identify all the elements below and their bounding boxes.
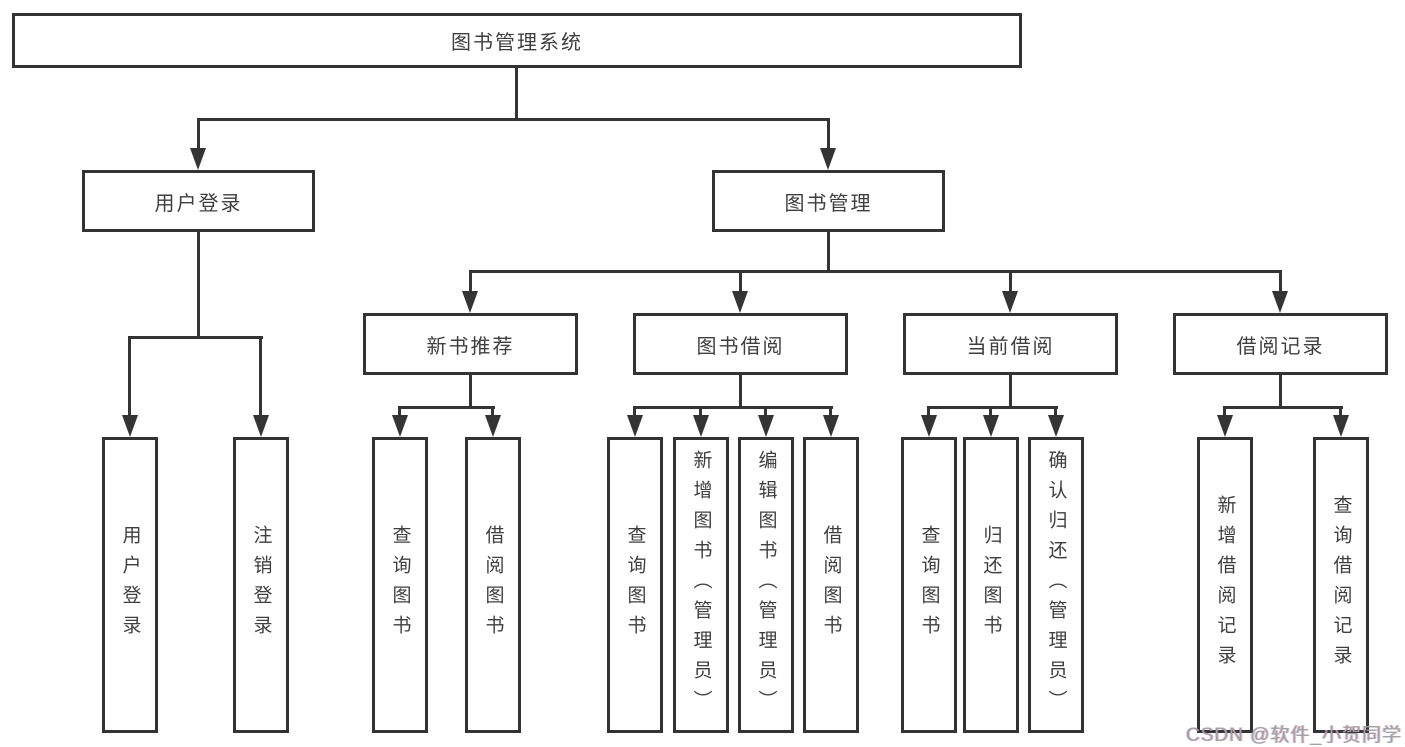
connector-line xyxy=(515,68,518,118)
node-library-system-label: 图书管理系统 xyxy=(451,32,583,54)
connector-line xyxy=(469,270,1282,273)
connector-line xyxy=(829,406,832,417)
arrow-down-icon xyxy=(627,415,643,437)
arrow-down-icon xyxy=(1048,415,1064,437)
csdn-watermark: CSDN @软件_小贺同学 xyxy=(1186,725,1402,746)
leaf-user-login: 用户登录 xyxy=(102,437,158,733)
node-user-login-label: 用户登录 xyxy=(154,192,243,215)
leaf-borrow-books: 借阅图书 xyxy=(803,437,859,733)
connector-line xyxy=(927,406,930,417)
connector-line xyxy=(1339,406,1342,417)
arrow-down-icon xyxy=(462,291,478,313)
leaf-add-borrow-record-label: 新增借阅记录 xyxy=(1214,495,1236,675)
leaf-user-login-label: 用户登录 xyxy=(119,525,141,645)
arrow-down-icon xyxy=(485,415,501,437)
node-current-borrowing: 当前借阅 xyxy=(903,313,1118,375)
arrow-down-icon xyxy=(758,415,774,437)
leaf-query-books-recommend: 查询图书 xyxy=(372,437,428,733)
connector-line xyxy=(197,232,200,336)
node-book-management-label: 图书管理 xyxy=(784,192,873,215)
connector-line xyxy=(469,375,472,406)
leaf-add-borrow-record: 新增借阅记录 xyxy=(1197,437,1253,733)
leaf-add-book-admin-label: 新增图书（管理员） xyxy=(690,450,712,720)
leaf-borrow-books-recommend: 借阅图书 xyxy=(465,437,521,733)
connector-line xyxy=(927,406,1058,409)
arrow-down-icon xyxy=(1217,415,1233,437)
connector-line xyxy=(633,406,636,417)
connector-line xyxy=(398,406,401,417)
leaf-add-book-admin: 新增图书（管理员） xyxy=(673,437,729,733)
leaf-confirm-return-admin: 确认归还（管理员） xyxy=(1028,437,1084,733)
arrow-down-icon xyxy=(823,415,839,437)
arrow-down-icon xyxy=(732,291,748,313)
arrow-down-icon xyxy=(1272,291,1288,313)
node-new-book-recommend: 新书推荐 xyxy=(363,313,578,375)
leaf-query-books-current-label: 查询图书 xyxy=(918,525,940,645)
leaf-edit-book-admin-label: 编辑图书（管理员） xyxy=(755,450,777,720)
leaf-confirm-return-admin-label: 确认归还（管理员） xyxy=(1045,450,1067,720)
arrow-down-icon xyxy=(693,415,709,437)
connector-line xyxy=(1223,406,1343,409)
arrow-down-icon xyxy=(190,148,206,170)
leaf-query-books-borrowing: 查询图书 xyxy=(607,437,663,733)
connector-line xyxy=(1223,406,1226,417)
arrow-down-icon xyxy=(921,415,937,437)
connector-line xyxy=(491,406,494,417)
connector-line xyxy=(259,336,262,417)
connector-line xyxy=(197,118,830,121)
leaf-query-borrow-record-label: 查询借阅记录 xyxy=(1330,495,1352,675)
arrow-down-icon xyxy=(253,415,269,437)
leaf-query-books-current: 查询图书 xyxy=(901,437,957,733)
node-borrowing-records-label: 借阅记录 xyxy=(1236,335,1325,358)
node-book-borrowing: 图书借阅 xyxy=(633,313,848,375)
connector-line xyxy=(128,336,131,417)
connector-line xyxy=(1279,270,1282,293)
connector-line xyxy=(633,406,833,409)
connector-line xyxy=(827,118,830,150)
leaf-return-books-label: 归还图书 xyxy=(980,525,1002,645)
arrow-down-icon xyxy=(392,415,408,437)
connector-line xyxy=(739,375,742,406)
leaf-return-books: 归还图书 xyxy=(963,437,1019,733)
arrow-down-icon xyxy=(122,415,138,437)
node-user-login: 用户登录 xyxy=(82,170,315,232)
connector-line xyxy=(739,270,742,293)
connector-line xyxy=(827,232,830,270)
connector-line xyxy=(1009,375,1012,406)
connector-line xyxy=(1279,375,1282,406)
leaf-borrow-books-label: 借阅图书 xyxy=(820,525,842,645)
connector-line xyxy=(398,406,495,409)
leaf-edit-book-admin: 编辑图书（管理员） xyxy=(738,437,794,733)
node-borrowing-records: 借阅记录 xyxy=(1173,313,1388,375)
node-book-management: 图书管理 xyxy=(712,170,945,232)
arrow-down-icon xyxy=(820,148,836,170)
leaf-query-books-recommend-label: 查询图书 xyxy=(389,525,411,645)
leaf-borrow-books-recommend-label: 借阅图书 xyxy=(482,525,504,645)
connector-line xyxy=(764,406,767,417)
leaf-query-borrow-record: 查询借阅记录 xyxy=(1313,437,1369,733)
connector-line xyxy=(469,270,472,293)
connector-line xyxy=(197,118,200,150)
arrow-down-icon xyxy=(1002,291,1018,313)
node-current-borrowing-label: 当前借阅 xyxy=(966,335,1055,358)
node-library-system: 图书管理系统 xyxy=(12,13,1022,68)
node-new-book-recommend-label: 新书推荐 xyxy=(426,335,515,358)
arrow-down-icon xyxy=(983,415,999,437)
connector-line xyxy=(1054,406,1057,417)
connector-line xyxy=(699,406,702,417)
node-book-borrowing-label: 图书借阅 xyxy=(696,335,785,358)
connector-line xyxy=(989,406,992,417)
leaf-query-books-borrowing-label: 查询图书 xyxy=(624,525,646,645)
connector-line xyxy=(1009,270,1012,293)
arrow-down-icon xyxy=(1333,415,1349,437)
leaf-logout-label: 注销登录 xyxy=(250,525,272,645)
connector-line xyxy=(128,336,263,339)
leaf-logout: 注销登录 xyxy=(233,437,289,733)
